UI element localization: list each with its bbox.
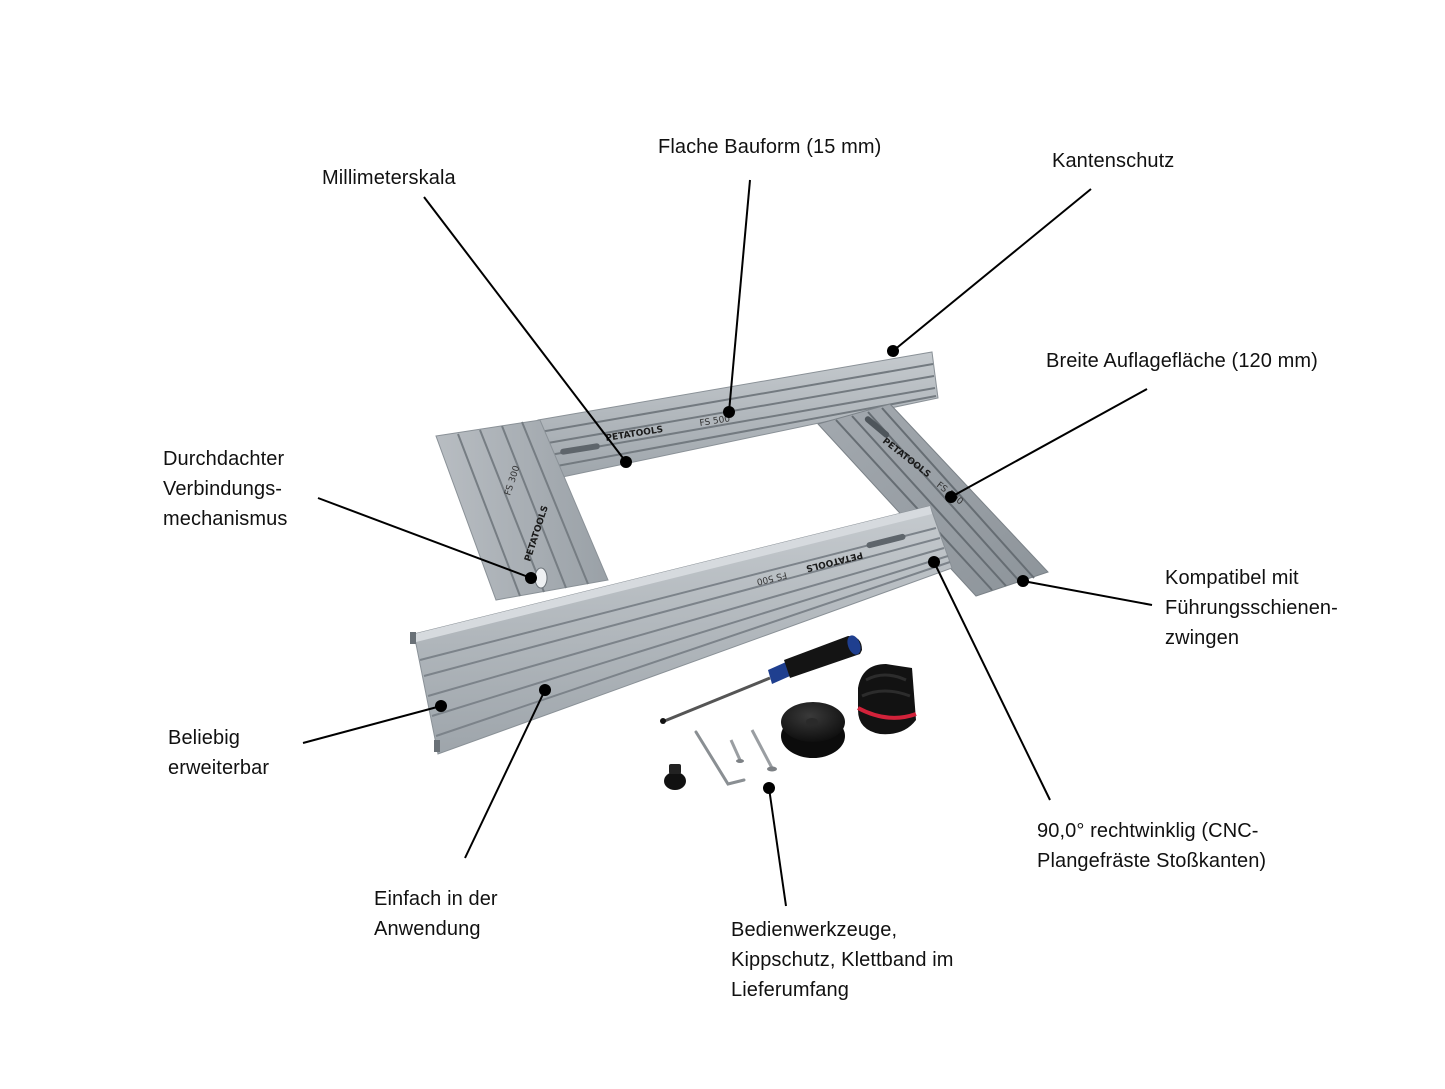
callout-line-kompatibel bbox=[1022, 580, 1153, 606]
short-screw-icon bbox=[729, 739, 744, 763]
callout-text: zwingen bbox=[1165, 627, 1240, 649]
callout-label-erweiterbar: Beliebig erweiterbar bbox=[168, 723, 269, 783]
callout-dot-millimeterskala bbox=[620, 456, 632, 468]
callout-text: Millimeterskala bbox=[322, 167, 456, 189]
callout-text: Einfach in der bbox=[374, 888, 498, 910]
callout-dot-lieferumfang bbox=[763, 782, 775, 794]
rail-top-fs500: PETATOOLS FS 500 bbox=[537, 351, 939, 481]
callout-label-kompatibel: Kompatibel mit Führungsschienen- zwingen bbox=[1165, 563, 1338, 653]
callout-dot-einfach bbox=[539, 684, 551, 696]
small-knob-icon bbox=[664, 764, 686, 790]
callout-text: 90,0° rechtwinklig (CNC- bbox=[1037, 820, 1259, 842]
callout-text: Kompatibel mit bbox=[1165, 567, 1299, 589]
callout-text: Bedienwerkzeuge, bbox=[731, 919, 898, 941]
callout-text: Kantenschutz bbox=[1052, 150, 1175, 172]
callout-label-lieferumfang: Bedienwerkzeuge, Kippschutz, Klettband i… bbox=[731, 915, 954, 1005]
anti-tip-foot-icon bbox=[781, 702, 845, 758]
velcro-strap-icon bbox=[857, 664, 917, 735]
callout-text: erweiterbar bbox=[168, 757, 270, 779]
callout-text: mechanismus bbox=[163, 508, 288, 530]
callout-label-millimeterskala: Millimeterskala bbox=[322, 163, 456, 193]
rail-right-fs300: PETATOOLS FS 300 bbox=[817, 403, 1049, 597]
callout-text: Breite Auflagefläche (120 mm) bbox=[1046, 350, 1318, 372]
callout-line-lieferumfang bbox=[768, 787, 787, 907]
callout-dot-flache-bauform bbox=[723, 406, 735, 418]
callout-text: Kippschutz, Klettband im bbox=[731, 949, 954, 971]
callout-label-rechtwinklig: 90,0° rechtwinklig (CNC- Plangefräste St… bbox=[1037, 816, 1266, 876]
callout-line-millimeterskala bbox=[423, 196, 627, 463]
screwdriver-icon bbox=[660, 635, 862, 724]
callout-dot-rechtwinklig bbox=[928, 556, 940, 568]
callout-line-rechtwinklig bbox=[933, 561, 1051, 801]
callout-text: Lieferumfang bbox=[731, 979, 849, 1001]
accessories bbox=[660, 635, 917, 790]
callout-lines bbox=[302, 179, 1153, 907]
long-screw-icon bbox=[750, 729, 777, 772]
callout-text: Führungsschienen- bbox=[1165, 597, 1338, 619]
callout-dot-kantenschutz bbox=[887, 345, 899, 357]
callout-dot-verbindungsmechanismus bbox=[525, 572, 537, 584]
callout-text: Anwendung bbox=[374, 918, 481, 940]
callout-label-kantenschutz: Kantenschutz bbox=[1052, 146, 1174, 176]
callout-label-verbindungsmechanismus: Durchdachter Verbindungs- mechanismus bbox=[163, 444, 287, 534]
callout-text: Flache Bauform (15 mm) bbox=[658, 136, 882, 158]
callout-line-kantenschutz bbox=[892, 188, 1092, 352]
callout-label-breite-auflageflaeche: Breite Auflagefläche (120 mm) bbox=[1046, 346, 1318, 376]
callout-dot-kompatibel bbox=[1017, 575, 1029, 587]
callout-label-einfach: Einfach in der Anwendung bbox=[374, 884, 498, 944]
rail-left-fs300: PETATOOLS FS 300 bbox=[435, 419, 609, 601]
callout-text: Durchdachter bbox=[163, 448, 285, 470]
callout-text: Verbindungs- bbox=[163, 478, 283, 500]
callout-dot-breite-auflageflaeche bbox=[945, 491, 957, 503]
callout-line-breite-auflageflaeche bbox=[950, 388, 1148, 498]
callout-line-verbindungsmechanismus bbox=[317, 497, 532, 579]
rail-model-label: FS 500 bbox=[699, 414, 731, 429]
callout-line-erweiterbar bbox=[302, 705, 442, 744]
callout-text: Plangefräste Stoßkanten) bbox=[1037, 850, 1267, 872]
callout-line-flache-bauform bbox=[728, 179, 751, 413]
callout-label-flache-bauform: Flache Bauform (15 mm) bbox=[658, 132, 881, 162]
callout-text: Beliebig bbox=[168, 727, 240, 749]
callout-line-einfach bbox=[464, 689, 546, 859]
callout-dot-erweiterbar bbox=[435, 700, 447, 712]
allen-key-icon bbox=[694, 730, 746, 786]
